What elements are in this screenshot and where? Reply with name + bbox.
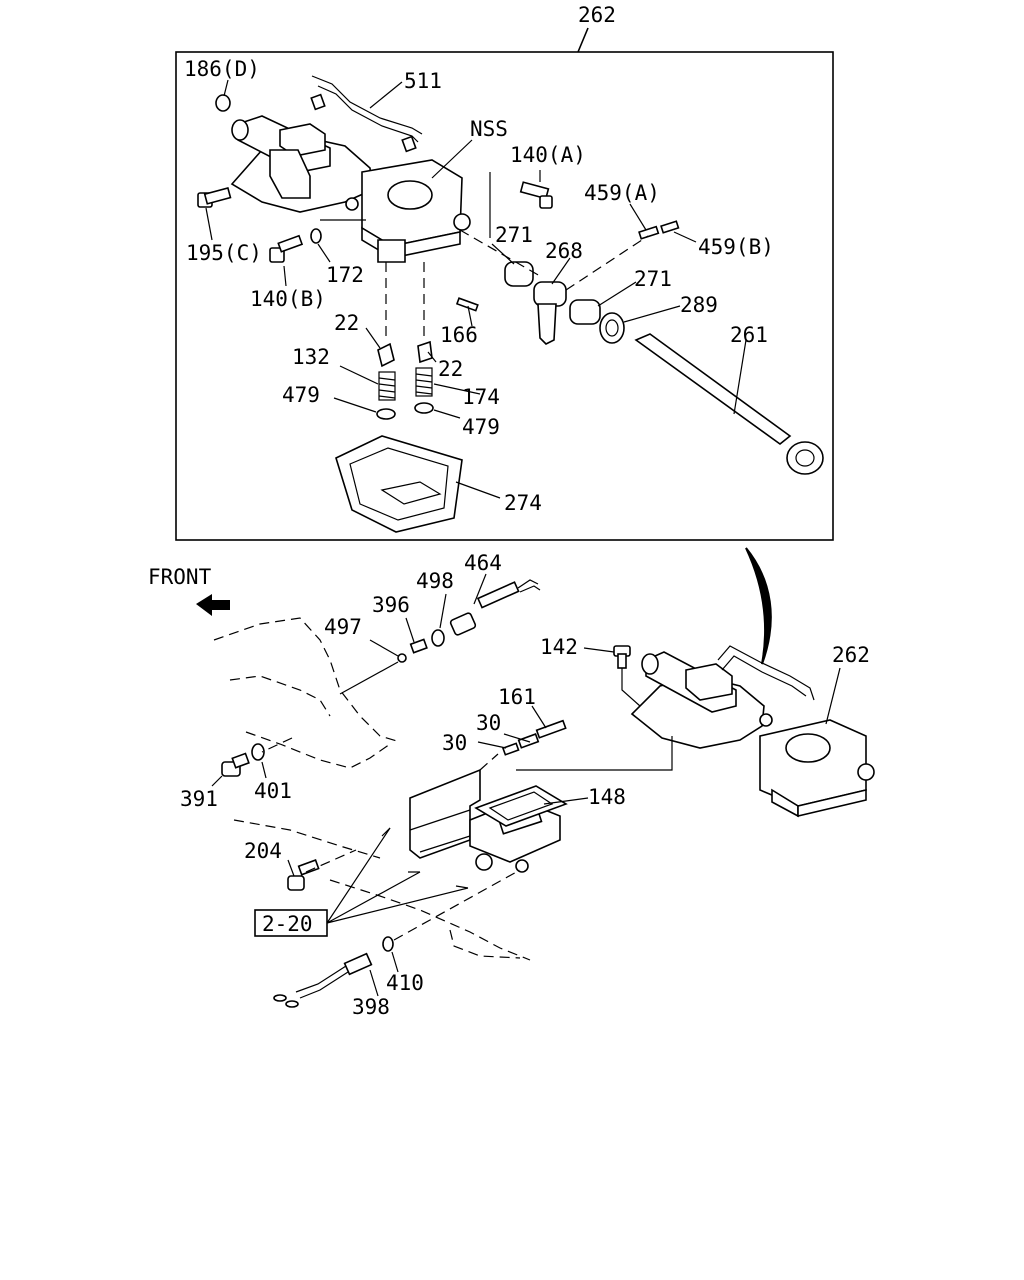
pin-459a — [638, 225, 660, 240]
pin-396 — [409, 638, 428, 654]
label-204: 204 — [244, 839, 282, 863]
label-142: 142 — [540, 635, 578, 659]
front-label: FRONT — [148, 565, 212, 589]
label-497: 497 — [324, 615, 362, 639]
bolt-140b — [269, 234, 304, 263]
label-195c: 195(C) — [186, 241, 262, 265]
label-271-left: 271 — [495, 223, 533, 247]
label-459a: 459(A) — [584, 181, 660, 205]
label-396: 396 — [372, 593, 410, 617]
washer-401 — [251, 743, 265, 761]
label-271-right: 271 — [634, 267, 672, 291]
label-268: 268 — [545, 239, 583, 263]
pin-166 — [455, 297, 479, 312]
bolt-204 — [287, 859, 320, 891]
ref-arrows — [326, 827, 469, 924]
label-464: 464 — [464, 551, 502, 575]
spring-174 — [415, 367, 433, 397]
pin-459b — [660, 220, 680, 234]
label-132: 132 — [292, 345, 330, 369]
label-161: 161 — [498, 685, 536, 709]
ref-box-2-20 — [254, 909, 328, 937]
label-274: 274 — [504, 491, 542, 515]
assembly-frame — [175, 51, 834, 541]
collar-271-right — [569, 299, 601, 325]
ref-box-label: 2-20 — [262, 912, 313, 936]
ball-497 — [397, 653, 407, 663]
washer-172 — [310, 228, 322, 244]
label-140a: 140(A) — [510, 143, 586, 167]
cover-274 — [335, 435, 463, 533]
label-22-right: 22 — [438, 357, 463, 381]
oring-479-right — [414, 402, 434, 414]
label-186d: 186(D) — [184, 57, 260, 81]
label-398: 398 — [352, 995, 390, 1019]
washer-498 — [431, 629, 445, 647]
bolt-140a — [519, 181, 553, 209]
shift-rod-261 — [634, 333, 824, 475]
label-511: 511 — [404, 69, 442, 93]
ball-22-right — [417, 340, 433, 364]
label-30-lower: 30 — [442, 731, 467, 755]
bolt-195c — [197, 186, 232, 208]
label-391: 391 — [180, 787, 218, 811]
washer-410 — [382, 936, 394, 952]
gasket-148 — [474, 785, 568, 827]
label-nss: NSS — [470, 117, 508, 141]
curved-link-arrow — [745, 547, 772, 665]
label-479-right: 479 — [462, 415, 500, 439]
front-arrow-icon — [196, 594, 230, 616]
label-459b: 459(B) — [698, 235, 774, 259]
label-289: 289 — [680, 293, 718, 317]
bearing-289 — [599, 312, 625, 344]
label-498: 498 — [416, 569, 454, 593]
control-housing-top — [230, 75, 471, 263]
label-assembly-262-top: 262 — [578, 3, 616, 27]
plug-391 — [221, 752, 250, 777]
switch-398 — [273, 952, 373, 1008]
label-261: 261 — [730, 323, 768, 347]
label-140b: 140(B) — [250, 287, 326, 311]
spring-132 — [378, 371, 396, 401]
label-401: 401 — [254, 779, 292, 803]
lever-268 — [533, 281, 567, 345]
oring-479-left — [376, 408, 396, 420]
switch-464 — [476, 579, 541, 609]
label-172: 172 — [326, 263, 364, 287]
label-30-upper: 30 — [476, 711, 501, 735]
label-479-left: 479 — [282, 383, 320, 407]
ball-22-left — [377, 342, 395, 368]
label-166: 166 — [440, 323, 478, 347]
label-assembly-262-bottom: 262 — [832, 643, 870, 667]
pin-30 — [501, 742, 520, 756]
plug-186d — [215, 94, 231, 112]
bolt-142 — [613, 645, 631, 669]
switch-body-498-side — [449, 612, 477, 636]
shaft-161 — [517, 719, 567, 749]
label-148: 148 — [588, 785, 626, 809]
label-22-left: 22 — [334, 311, 359, 335]
label-410: 410 — [386, 971, 424, 995]
label-174: 174 — [462, 385, 500, 409]
collar-271-left — [504, 261, 534, 287]
control-housing-bottom — [630, 645, 875, 818]
